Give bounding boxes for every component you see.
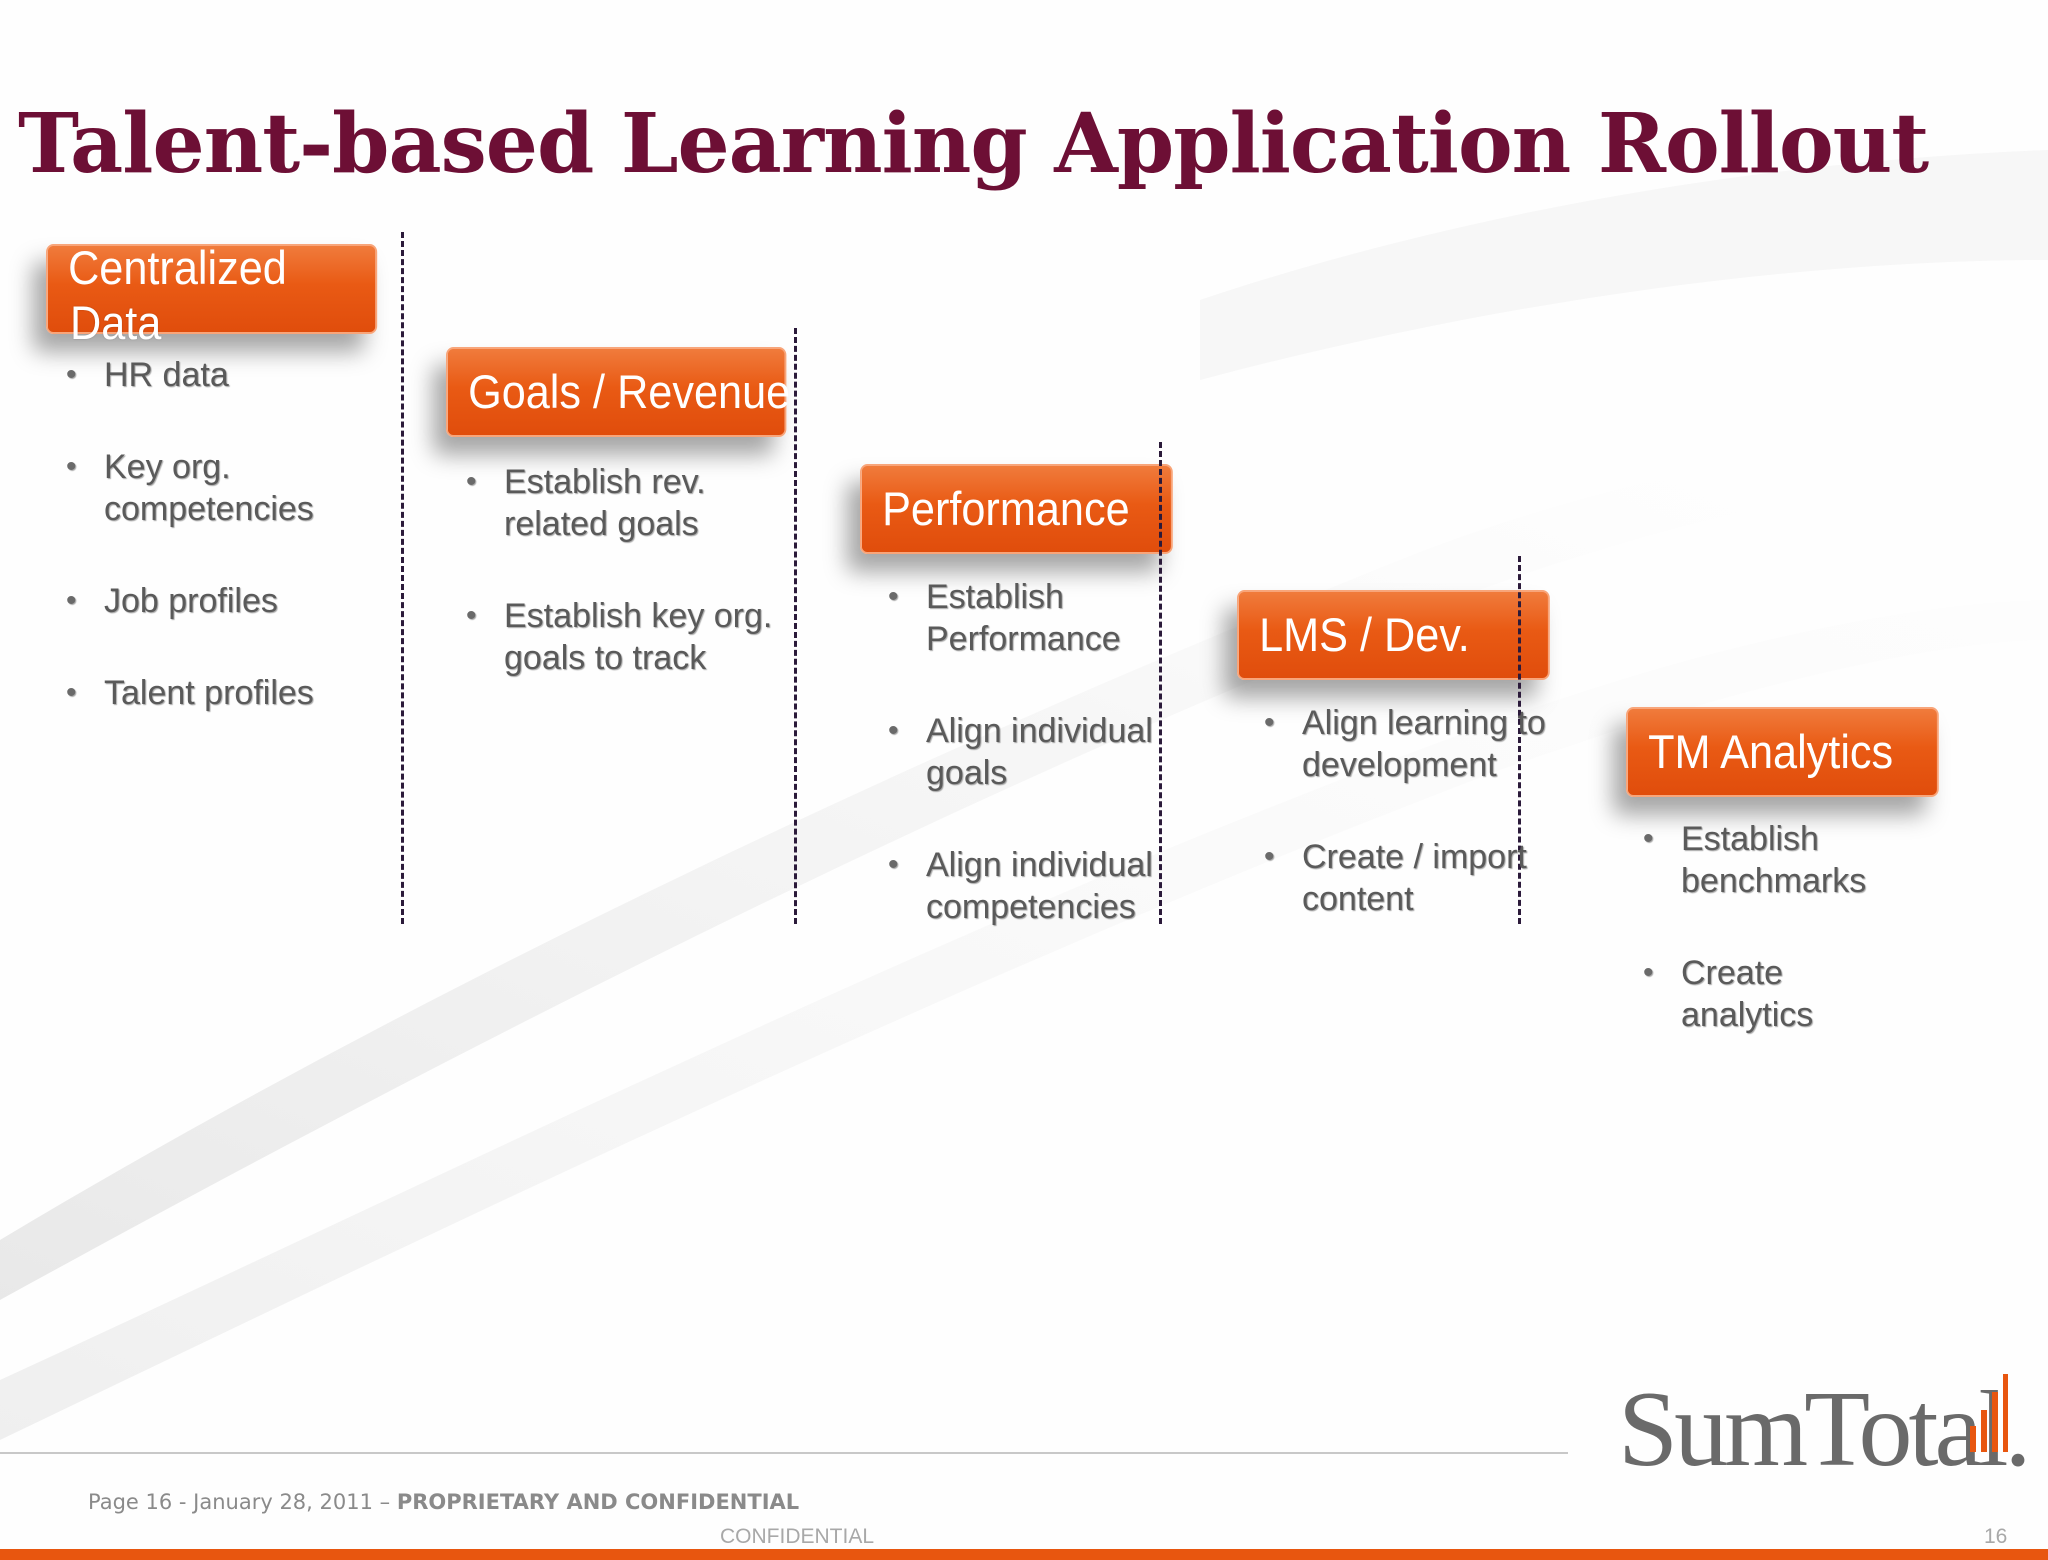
stage-label: LMS / Dev. [1259, 608, 1470, 661]
page-number: 16 [1984, 1525, 2008, 1548]
bullet-list-lms-dev: Align learning to development Create / i… [1264, 702, 1564, 970]
list-item: Create / import content [1264, 836, 1552, 920]
stage-centralized-data: Centralized [46, 241, 378, 334]
logo-wordmark: SumTotal. [1618, 1370, 2031, 1489]
slide-title: Talent-based Learning Application Rollou… [18, 96, 1929, 192]
bullet-list-performance: Establish Performance Align individual g… [888, 576, 1208, 978]
list-item: Establish benchmarks [1643, 818, 1901, 902]
list-item: Establish Performance [888, 576, 1176, 660]
footer-divider [0, 1452, 1568, 1454]
stage-lms-dev: LMS / Dev. [1237, 590, 1550, 680]
stage-label-line-1: Centralized [68, 241, 287, 294]
footer-page-text: Page 16 - January 28, 2011 – [88, 1490, 397, 1514]
footer-page-info: Page 16 - January 28, 2011 – PROPRIETARY… [88, 1490, 799, 1514]
list-item: Job profiles [66, 580, 396, 622]
confidential-label: CONFIDENTIAL [720, 1525, 875, 1548]
stage-label-line-2: Data [70, 296, 162, 349]
stage-tm-analytics: TM Analytics [1626, 707, 1939, 797]
stage-label: TM Analytics [1648, 725, 1894, 778]
logo-bars-icon [1970, 1374, 2008, 1452]
list-item: Create analytics [1643, 952, 1881, 1036]
list-item: Align learning to development [1264, 702, 1552, 786]
list-item: Align individual competencies [888, 844, 1176, 928]
bullet-list-centralized-data: HR data Key org. competencies Job profil… [66, 354, 396, 764]
divider-line [1159, 442, 1162, 924]
stage-performance: Performance [860, 464, 1173, 554]
sumtotal-logo: SumTotal. [1618, 1370, 2031, 1490]
stage-label: Performance [882, 482, 1130, 535]
list-item: Align individual goals [888, 710, 1176, 794]
bullet-list-goals-revenue: Establish rev. related goals Establish k… [466, 461, 796, 729]
divider-line [401, 232, 404, 924]
list-item: HR data [66, 354, 396, 396]
list-item: Key org. competencies [66, 446, 344, 530]
stage-label: Goals / Revenue [468, 365, 791, 418]
list-item: Establish rev. related goals [466, 461, 744, 545]
list-item: Establish key org. goals to track [466, 595, 804, 679]
list-item: Talent profiles [66, 672, 396, 714]
footer-proprietary: PROPRIETARY AND CONFIDENTIAL [396, 1490, 800, 1514]
bottom-accent-bar [0, 1549, 2048, 1560]
stage-goals-revenue: Goals / Revenue [446, 347, 790, 437]
bullet-list-tm-analytics: Establish benchmarks Create analytics [1643, 818, 1943, 1086]
